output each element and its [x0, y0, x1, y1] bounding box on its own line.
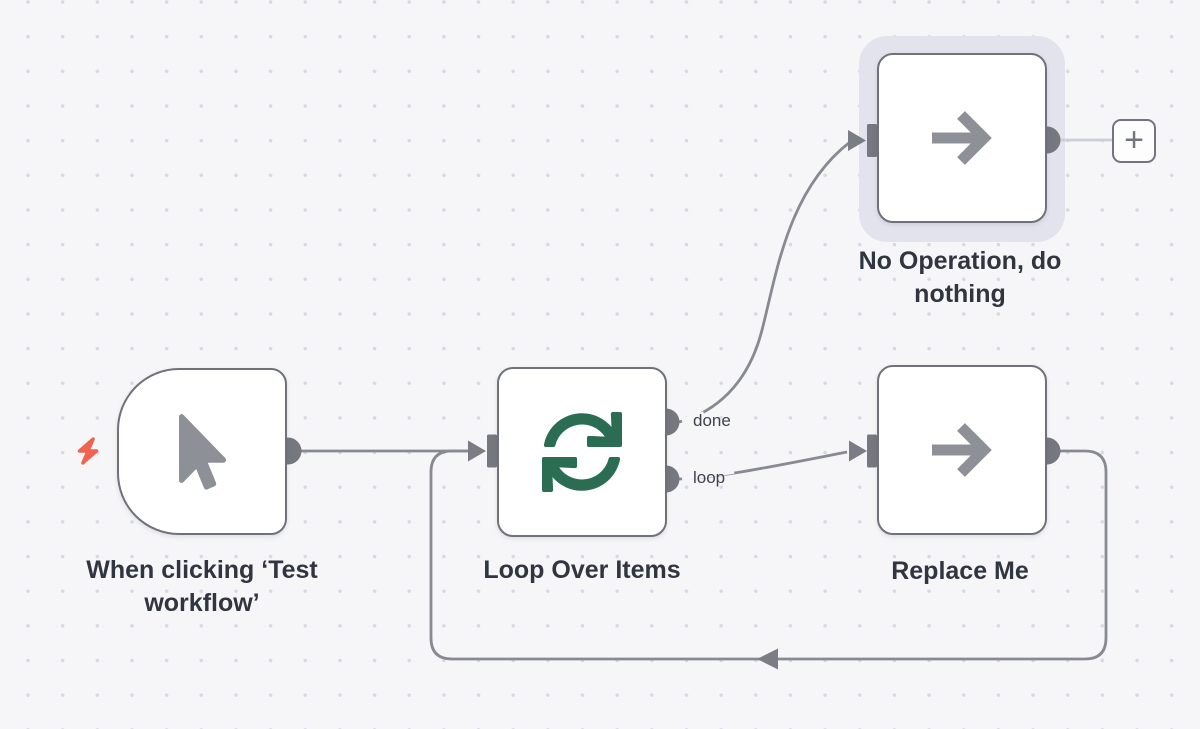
node-label-loop-over-items: Loop Over Items	[483, 556, 681, 584]
node-replace-me[interactable]	[877, 365, 1047, 535]
add-node-button[interactable]: +	[1112, 119, 1156, 163]
loopback-arrowhead-icon	[757, 648, 778, 670]
plus-icon: +	[1124, 120, 1144, 159]
node-manual-trigger[interactable]	[117, 368, 287, 535]
sync-loop-icon	[542, 412, 622, 492]
wire-casing	[681, 411, 705, 424]
loop-input-arrowhead-icon	[468, 440, 486, 462]
bolt-icon	[77, 437, 99, 465]
output-label-loop: loop	[693, 468, 726, 487]
wire-casing	[681, 468, 735, 482]
node-label-manual-trigger: When clicking ‘Test workflow’	[86, 556, 318, 617]
node-label-replace-me: Replace Me	[891, 557, 1029, 585]
node-label-no-operation: No Operation, do nothing	[858, 247, 1062, 308]
mouse-pointer-icon	[178, 413, 226, 490]
replace-input-arrowhead-icon	[849, 440, 867, 462]
node-no-operation[interactable]	[877, 53, 1047, 223]
input-port-noop[interactable]	[867, 124, 877, 157]
arrow-right-icon	[932, 423, 992, 477]
noop-input-arrowhead-icon	[848, 130, 866, 151]
output-label-done: done	[693, 411, 731, 430]
connection-done-to-noop[interactable]	[678, 140, 851, 424]
input-port-replace[interactable]	[867, 434, 877, 468]
node-loop-over-items[interactable]	[497, 367, 667, 537]
input-port-loop[interactable]	[487, 434, 497, 468]
arrow-right-icon	[932, 111, 992, 165]
